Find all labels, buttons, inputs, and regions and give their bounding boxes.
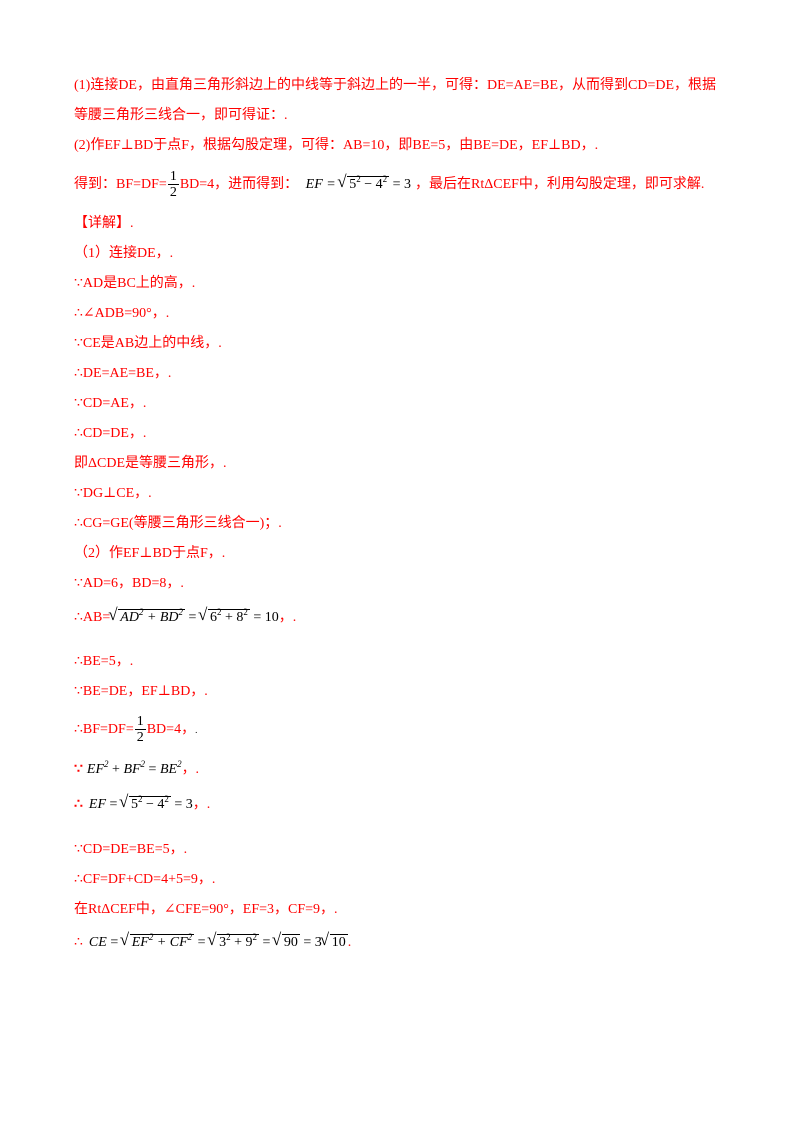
- fraction-denominator: 2: [169, 185, 177, 201]
- because-symbol: ∵: [74, 762, 83, 777]
- text-segment: ，.: [192, 797, 211, 812]
- text-segment: ∴BF=DF=: [74, 722, 134, 737]
- detail-heading: 【详解】.: [74, 216, 134, 231]
- fraction-numerator: 1: [167, 169, 179, 186]
- step-line-ef: ∴ EF = 52 − 42 = 3，.: [74, 789, 211, 818]
- formula-ef-result: EF = 52 − 42 = 3: [89, 789, 193, 815]
- text-segment: .: [195, 725, 198, 735]
- text-segment: ，最后在RtΔCEF中，利用勾股定理，即可求解.: [415, 177, 705, 192]
- step-line-pyth: ∵EF2 + BF2 = BE2，.: [74, 760, 199, 780]
- formula-ef: EF = 52 − 42 = 3: [306, 165, 411, 199]
- analysis-line-3: (2)作EF⊥BD于点F，根据勾股定理，可得：AB=10，即BE=5，由BE=D…: [74, 138, 599, 153]
- step-line-ce: ∴ CE = EF2 + CF2 = 32 + 92 = 90 = 310.: [74, 927, 352, 956]
- fraction-denominator: 2: [136, 730, 144, 746]
- step-line-ab: ∴AB=AD2 + BD2 = 62 + 82 = 10，.: [74, 602, 297, 631]
- text-segment: ，.: [278, 610, 297, 625]
- step-line: ∵AD是BC上的高，.: [74, 276, 196, 291]
- analysis-line-1: (1)连接DE，由直角三角形斜边上的中线等于斜边上的一半，可得：DE=AE=BE…: [74, 78, 716, 93]
- step-line: 即ΔCDE是等腰三角形，.: [74, 456, 227, 471]
- step-line: ∴CD=DE，.: [74, 426, 147, 441]
- step-line: ∵CD=AE，.: [74, 396, 147, 411]
- step-line: ∵BE=DE，EF⊥BD，.: [74, 684, 208, 699]
- step-line: ∴CG=GE(等腰三角形三线合一)；.: [74, 516, 282, 531]
- text-segment: .: [347, 935, 352, 950]
- fraction-numerator: 1: [134, 714, 146, 731]
- step-line: 在RtΔCEF中，∠CFE=90°，EF=3，CF=9，.: [74, 902, 338, 917]
- step-line: ∵CE是AB边上的中线，.: [74, 336, 222, 351]
- step-line: ∵AD=6，BD=8，.: [74, 576, 184, 591]
- text-segment: BD=4，进而得到：: [179, 177, 299, 192]
- text-segment: 得到：BF=DF=: [74, 177, 167, 192]
- text-segment: ∴AB=: [74, 610, 111, 625]
- step-line: （1）连接DE，.: [74, 246, 174, 261]
- therefore-symbol: ∴: [74, 935, 83, 950]
- formula-ce: CE = EF2 + CF2 = 32 + 92 = 90 = 310: [89, 927, 348, 953]
- text-segment: ，.: [181, 762, 200, 777]
- formula-pythagoras: EF2 + BF2 = BE2: [86, 759, 182, 778]
- text-segment: BD=4，: [146, 722, 196, 737]
- step-line: ∴∠ADB=90°，.: [74, 306, 170, 321]
- step-line: ∴DE=AE=BE，.: [74, 366, 172, 381]
- step-line: ∴BE=5，.: [74, 654, 134, 669]
- step-line: ∴CF=DF+CD=4+5=9，.: [74, 872, 216, 887]
- formula-ab: AD2 + BD2 = 62 + 82 = 10: [108, 602, 278, 628]
- step-line: ∵CD=DE=BE=5，.: [74, 842, 188, 857]
- step-line: ∵DG⊥CE，.: [74, 486, 152, 501]
- step-line: （2）作EF⊥BD于点F，.: [74, 546, 226, 561]
- analysis-line-2: 等腰三角形三线合一，即可得证：.: [74, 108, 288, 123]
- therefore-symbol: ∴: [74, 797, 83, 812]
